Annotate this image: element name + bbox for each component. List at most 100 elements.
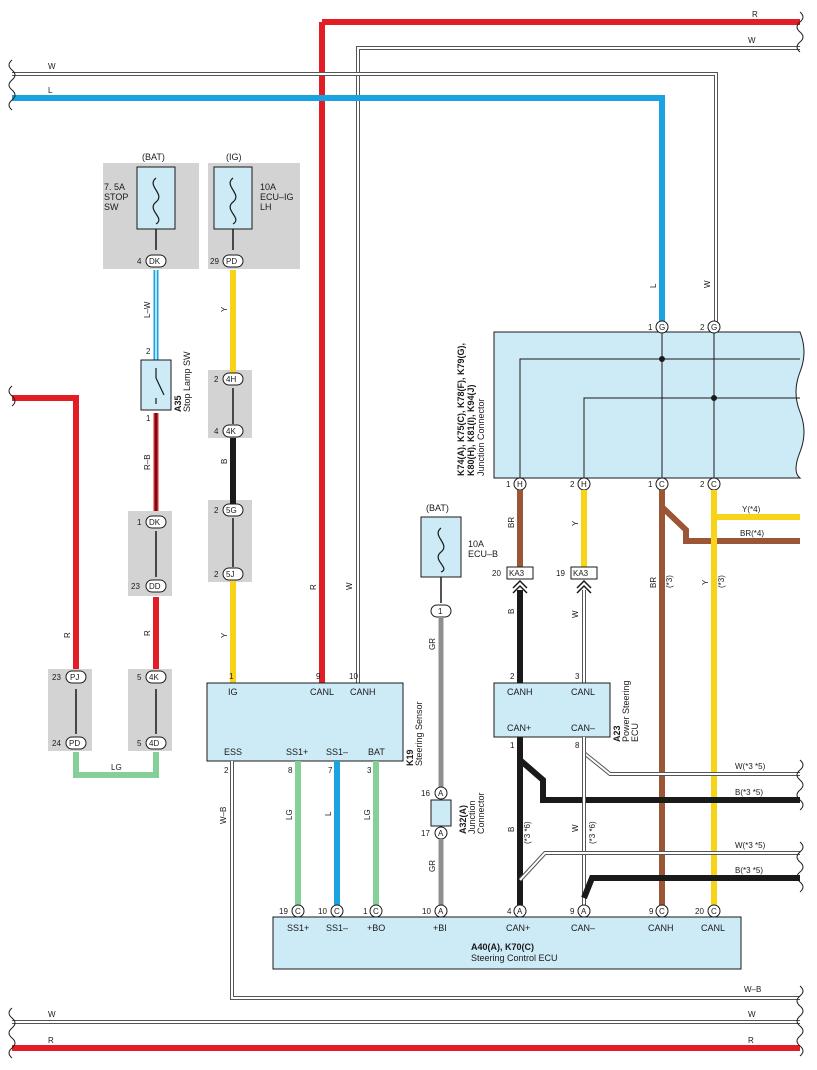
wire-label-b-ka3: B [507,609,516,614]
wire-label-w-main: W [345,582,354,590]
bus-label-l-top: L [48,86,53,95]
wire-label-l-jc: L [649,283,658,288]
wire-label-w-jc: W [703,280,712,288]
fuse-ecu-ig-name1: ECU–IG [260,192,294,202]
terminal-ka3-19: KA3 19 [556,566,598,594]
wire-label-b35-b: B(*3 *5) [735,866,763,875]
steering-sensor-name: Steering Sensor [414,701,424,766]
a32-code: A32(A) [458,805,468,834]
svg-text:24: 24 [52,739,61,748]
wire-label-r-mid: R [143,630,152,636]
svg-text:KA3: KA3 [509,569,525,578]
terminal-pd-top: PD 29 [210,254,244,268]
bus-label-r-bottom-right: R [748,1036,754,1045]
svg-text:DK: DK [149,518,161,527]
wire-label-y-h: Y [571,520,580,526]
sensor-bottom-wires [230,761,800,1000]
svg-text:29: 29 [210,257,219,266]
terminal-4h: 4H 2 [214,372,244,386]
fuse-ecu-b-symbol [437,527,445,573]
fuse-stop [136,166,176,230]
wire-label-br-c-note: (*3) [665,575,674,588]
svg-text:5: 5 [137,739,142,748]
ecu-code-bi: A [438,907,444,916]
fuse-ecu-ig-supply: (IG) [226,152,242,162]
junction-code2: K80(H), K81(I), K94(J) [466,384,476,476]
ecu-num-bo: 1 [363,907,368,916]
terminal-ka3-20: KA3 20 [492,566,534,594]
svg-text:4K: 4K [226,427,236,436]
svg-text:1: 1 [137,518,142,527]
fuse-stop-rating: 7. 5A [104,182,125,192]
ss-pin-ig: IG [228,687,238,697]
terminal-dk2: DK 1 [137,515,167,529]
ps-pin-canm: CAN– [571,723,595,733]
svg-text:1: 1 [438,607,443,616]
bus-label-w-top1: W [748,36,756,45]
ecu-num-canm: 9 [570,907,575,916]
terminal-jc-h2: H 2 [570,477,591,491]
svg-text:PJ: PJ [70,673,79,682]
wire-label-lg-bat: LG [363,809,372,820]
wire-label-gr2: GR [428,860,437,872]
ecu-pin-canh: CANH [648,923,674,933]
ss-pin-ess: ESS [224,747,242,757]
ss-pin-ss1p-num: 8 [288,766,293,775]
svg-text:A: A [438,829,444,838]
ps-pin-canp-num: 1 [510,741,515,750]
terminal-a16: A 16 [421,786,448,800]
wire-label-y4: Y(*4) [742,505,761,514]
fuse-stop-symbol [152,177,160,225]
wire-label-l-ss1m: L [324,811,333,816]
svg-text:4H: 4H [226,375,236,384]
junction-connector [493,331,805,479]
svg-text:5: 5 [137,673,142,682]
wire-label-r-left: R [63,632,72,638]
ss-pin-ss1m-num: 7 [328,766,333,775]
ps-ecu-name2: ECU [630,723,640,742]
wire-label-w35-a: W(*3 *5) [735,762,766,771]
terminal-jc-h1: H 1 [506,477,527,491]
power-steering-ecu [493,682,611,738]
ss-pin-canh: CANH [350,687,376,697]
terminal-fuse-b-out: 1 [430,604,452,618]
ecu-num-canl: 20 [695,907,704,916]
ps-pin-canl: CANL [571,687,595,697]
ecu-code-canl: C [711,907,717,916]
ecu-code-canh: C [659,907,665,916]
svg-text:G: G [659,323,665,332]
svg-text:17: 17 [421,829,430,838]
wire-label-y-c: Y [701,579,710,585]
terminal-jc-g2: G 2 [700,320,721,334]
fuse-ecu-ig [213,166,253,230]
ss-pin-ig-num: 1 [229,672,234,681]
ecu-pin-ss1m: SS1– [326,923,348,933]
bus-label-wb-bottom: W–B [744,985,761,994]
wire-label-br-c: BR [649,577,658,588]
steering-ecu-name: Steering Control ECU [471,953,558,963]
steering-ecu-code: A40(A), K70(C) [471,942,534,952]
ps-pin-canh-num: 2 [510,672,515,681]
svg-text:PD: PD [226,257,237,266]
terminal-dd: DD 23 [131,579,167,593]
wire-label-rb: R–B [143,454,152,470]
ecu-code-ss1m: C [334,907,340,916]
wire-label-lw: L–W [143,301,152,318]
svg-text:2: 2 [570,480,575,489]
ecu-code-bo: C [373,907,379,916]
svg-text:16: 16 [421,789,430,798]
steering-sensor-code: K19 [405,749,415,766]
terminal-4k: 4K 4 [214,424,244,438]
wire-label-y-c-note: (*3) [717,575,726,588]
fuse-stop-name1: STOP [104,192,128,202]
svg-text:DK: DK [149,257,161,266]
ecu-pin-canl: CANL [701,923,725,933]
ecu-num-ss1p: 19 [279,907,288,916]
wire-label-b-canp-note: (*3 *6) [523,821,532,844]
sw-pin-bottom: 1 [146,414,151,423]
svg-text:4K: 4K [149,673,159,682]
terminal-jc-c2: C 2 [700,477,721,491]
fuse-ecu-b-supply: (BAT) [426,503,449,513]
ecu-code-canp: A [517,907,523,916]
ecu-code-canm: A [581,907,587,916]
